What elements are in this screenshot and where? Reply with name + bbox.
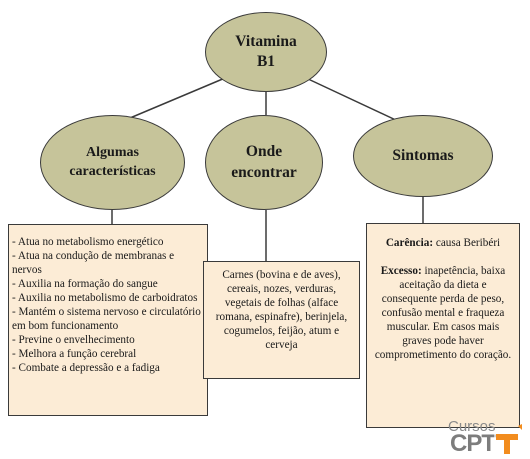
list-item: - Atua no metabolismo energético <box>12 236 164 248</box>
list-item: - Combate a depressão e a fadiga <box>12 362 160 374</box>
node-label: Algumas características <box>69 145 156 179</box>
node-label: Sintomas <box>392 146 454 164</box>
list-item: - Mantém o sistema nervoso e circulatóri… <box>12 306 201 332</box>
node-vitamina-b1: Vitamina B1 <box>205 12 327 92</box>
excesso-label: Excesso: <box>380 265 422 277</box>
line-root-to-caracteristicas <box>129 77 226 119</box>
list-item: - Auxilia na formação do sangue <box>12 278 158 290</box>
carencia-section: Carência: causa Beribéri <box>373 236 513 250</box>
foods-text: Carnes (bovina e de aves), cereais, noze… <box>215 269 348 351</box>
carencia-text: causa Beribéri <box>435 237 501 249</box>
node-label: Vitamina B1 <box>235 32 297 70</box>
excesso-section: Excesso: inapetência, baixa aceitação da… <box>373 264 513 362</box>
list-item: - Atua na condução de membranas e nervos <box>12 250 175 276</box>
box-onde-encontrar: Carnes (bovina e de aves), cereais, noze… <box>203 261 360 379</box>
node-onde-encontrar: Onde encontrar <box>205 115 323 210</box>
cursos-cpt-logo: Cursos CPT <box>426 414 526 457</box>
list-item: - Melhora a função cerebral <box>12 348 137 360</box>
carencia-label: Carência: <box>385 237 434 249</box>
node-label: Onde encontrar <box>231 143 297 181</box>
box-sintomas: Carência: causa Beribéri Excesso: inapet… <box>366 223 520 428</box>
logo-text-cpt: CPT <box>450 430 496 457</box>
list-item: - Previne o envelhecimento <box>12 334 135 346</box>
node-algumas-caracteristicas: Algumas características <box>40 115 185 210</box>
line-root-to-sintomas <box>305 77 401 123</box>
logo-text-cursos: Cursos <box>448 418 496 435</box>
node-sintomas: Sintomas <box>353 115 493 197</box>
cpt-mark-icon <box>494 424 522 454</box>
list-item: - Auxilia no metabolismo de carboidratos <box>12 292 198 304</box>
box-caracteristicas: - Atua no metabolismo energético - Atua … <box>8 224 208 416</box>
excesso-text: inapetência, baixa aceitação da dieta e … <box>374 265 512 361</box>
